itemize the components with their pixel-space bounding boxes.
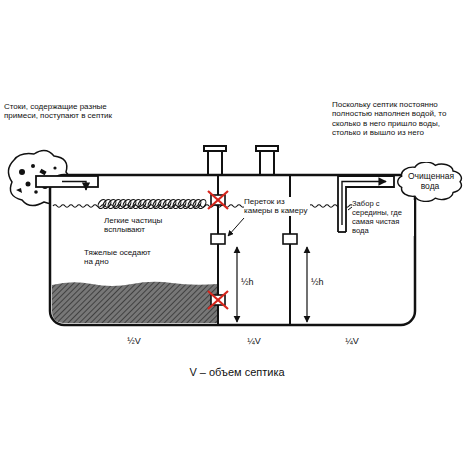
volume-label: ½V [114,336,154,347]
sludge [52,282,218,323]
node-text: Очищенная вода [408,172,452,192]
callout-text: Забор с середины, где самая чистая вода [352,200,414,236]
vent-pipes [204,146,278,176]
volume-label: ¼V [234,336,274,347]
volume-label: ¼V [332,336,372,347]
dimension-label: ½h [311,277,331,288]
height-dimensions [237,247,307,322]
callout-text: Тяжелые оседают на дно [84,248,156,267]
dimension-label: ½h [241,277,261,288]
callout-text: Легкие частицы всплывают [104,216,178,235]
note: Стоки, содержащие разные примеси, поступ… [4,102,128,121]
floating-scum [97,198,208,210]
caption: V – объем септика [137,366,337,379]
callout-text: Переток из камеры в камеру [244,197,310,216]
blocked-marks [208,191,228,309]
inlet-pipe [36,176,98,190]
tank-body [50,175,415,325]
clean-water-cloud: Очищенная вода [396,162,464,202]
note: Поскольку септик постоянно полностью нап… [332,100,470,138]
